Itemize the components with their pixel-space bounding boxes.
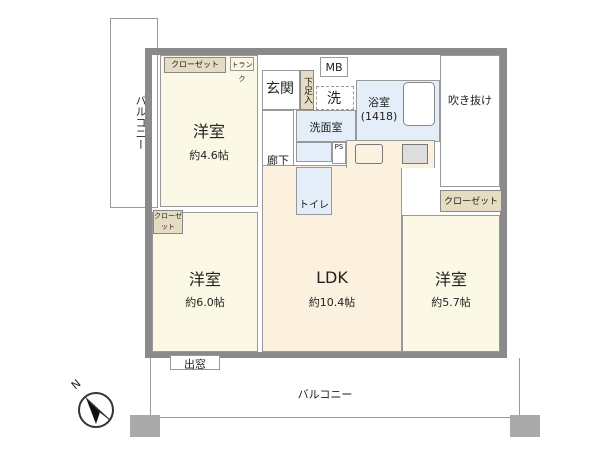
toilet-room <box>296 167 332 215</box>
left-balcony <box>110 18 158 208</box>
western-room-2-size: 約6.0帖 <box>185 296 225 309</box>
pipe-space: PS <box>332 142 346 164</box>
compass-north-label: N <box>68 376 84 393</box>
stove <box>402 144 428 164</box>
ldk <box>262 165 402 352</box>
laundry-label: 洗 <box>327 91 341 107</box>
entrance <box>262 70 300 110</box>
western-room-3-size: 約5.7帖 <box>431 296 471 309</box>
left-balcony-label: バルコニー <box>134 95 147 150</box>
kitchen-sink <box>355 144 383 164</box>
wash-basin <box>296 142 332 162</box>
western-room-1-size: 約4.6帖 <box>189 149 229 162</box>
bathtub <box>403 82 435 126</box>
toilet-label: トイレ <box>299 200 329 211</box>
western-room-2 <box>152 212 258 352</box>
western-room-1 <box>160 55 258 207</box>
washroom-label: 洗面室 <box>309 121 343 134</box>
western-room-3-name: 洋室 <box>434 270 467 289</box>
meter-box: MB <box>320 57 348 77</box>
right-wall <box>500 48 507 358</box>
bottom-wall <box>145 352 507 358</box>
closet-3: クローゼット <box>440 190 502 212</box>
bathroom-label: 浴室 <box>368 96 390 109</box>
hallway-label: 廊下 <box>267 154 289 167</box>
bottom-balcony <box>150 358 520 418</box>
top-wall <box>145 48 505 55</box>
western-room-1-name: 洋室 <box>192 122 225 141</box>
closet-small: クローゼット <box>153 210 183 234</box>
pillar-left <box>130 415 160 437</box>
western-room-2-name: 洋室 <box>188 270 221 289</box>
washroom <box>296 110 356 142</box>
void-label: 吹き抜け <box>448 94 492 107</box>
bathroom-size: (1418) <box>360 110 398 123</box>
trunk-room: トランク <box>230 57 254 83</box>
ldk-size: 約10.4帖 <box>308 296 356 309</box>
ldk-name: LDK <box>316 268 348 287</box>
compass-icon <box>78 392 114 428</box>
closet-1: クローゼット <box>164 57 226 73</box>
bay-window: 出窓 <box>170 355 220 371</box>
pillar-right <box>510 415 540 437</box>
void <box>440 55 500 187</box>
shoe-cabinet: 下足入 <box>300 70 314 110</box>
entrance-label: 玄関 <box>266 81 294 97</box>
bottom-balcony-label: バルコニー <box>297 388 353 401</box>
left-wall <box>145 48 152 358</box>
western-room-3 <box>402 215 500 352</box>
laundry-space <box>316 86 354 110</box>
